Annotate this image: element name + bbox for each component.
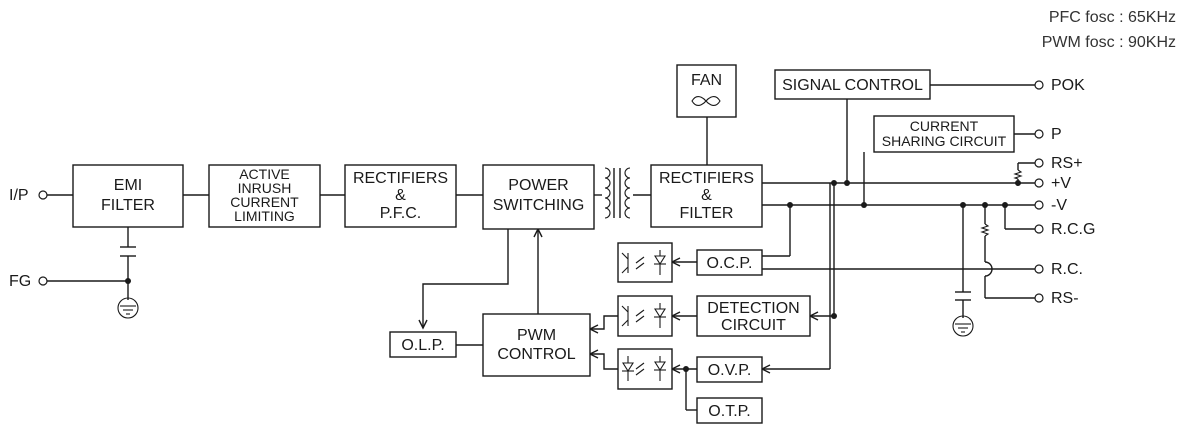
- terminal-fg-label: FG: [9, 273, 31, 290]
- emi-filter-label-1: EMI: [114, 177, 142, 194]
- pwm-control-label-1: PWM: [517, 327, 556, 344]
- ovp-block: O.V.P.: [696, 356, 763, 383]
- rectifiers-filter-label-3: FILTER: [680, 205, 734, 222]
- fan-block: FAN: [676, 64, 737, 118]
- optocoupler-icon: [617, 348, 673, 390]
- pwm-frequency-label: PWM fosc : 90KHz: [1042, 34, 1176, 51]
- pwm-control-block: PWM CONTROL: [482, 313, 591, 377]
- active-inrush-label-4: LIMITING: [234, 208, 295, 224]
- current-sharing-label-2: SHARING CIRCUIT: [882, 133, 1007, 149]
- olp-block: O.L.P.: [389, 331, 457, 358]
- ground-icon: [952, 315, 974, 337]
- optocoupler-icon: [617, 295, 673, 337]
- terminal-fg: FG: [9, 273, 48, 290]
- terminal-pok-label: POK: [1051, 77, 1085, 94]
- current-sharing-label-1: CURRENT: [910, 118, 979, 134]
- active-inrush-block: ACTIVE INRUSH CURRENT LIMITING: [208, 164, 321, 228]
- capacitor-icon: [955, 291, 971, 301]
- pwm-control-label-2: CONTROL: [497, 346, 575, 363]
- active-inrush-label-3: CURRENT: [230, 194, 299, 210]
- current-sharing-block: CURRENT SHARING CIRCUIT: [873, 115, 1015, 153]
- pfc-frequency-label: PFC fosc : 65KHz: [1049, 9, 1176, 26]
- rectifiers-pfc-label-3: P.F.C.: [380, 205, 422, 222]
- terminal-v-minus-label: -V: [1051, 197, 1067, 214]
- terminal-rc: R.C.: [1034, 261, 1083, 278]
- detection-label-1: DETECTION: [707, 300, 799, 317]
- terminal-rc-label: R.C.: [1051, 261, 1083, 278]
- rectifiers-pfc-label-1: RECTIFIERS: [353, 170, 448, 187]
- capacitor-icon: [120, 246, 136, 257]
- terminal-pok: POK: [1034, 77, 1085, 94]
- olp-label: O.L.P.: [401, 337, 444, 354]
- transformer-icon: [594, 167, 651, 219]
- terminal-rcg-label: R.C.G: [1051, 221, 1095, 238]
- otp-label: O.T.P.: [708, 403, 750, 420]
- terminal-input: I/P: [9, 187, 48, 204]
- terminal-rs-plus: RS+: [1034, 155, 1083, 172]
- active-inrush-label-2: INRUSH: [238, 180, 292, 196]
- power-switching-label-2: SWITCHING: [493, 197, 585, 214]
- terminal-p: P: [1034, 126, 1062, 143]
- terminal-v-plus-label: +V: [1051, 175, 1071, 192]
- fan-icon: [691, 96, 721, 106]
- terminal-v-minus: -V: [1034, 197, 1067, 214]
- resistor-icon: [980, 223, 990, 237]
- ocp-label: O.C.P.: [707, 255, 753, 272]
- terminal-rs-minus: RS-: [1034, 290, 1079, 307]
- junction-dots: [125, 180, 1021, 372]
- terminal-rs-minus-label: RS-: [1051, 290, 1079, 307]
- fan-label: FAN: [691, 72, 722, 89]
- emi-filter-label-2: FILTER: [101, 197, 155, 214]
- detection-block: DETECTION CIRCUIT: [696, 295, 811, 337]
- rectifiers-pfc-label-2: &: [395, 187, 406, 204]
- otp-block: O.T.P.: [696, 397, 763, 424]
- signal-control-label: SIGNAL CONTROL: [782, 77, 923, 94]
- resistor-icon: [1013, 169, 1023, 180]
- optocoupler-icon: [617, 242, 673, 283]
- active-inrush-label-1: ACTIVE: [239, 166, 290, 182]
- rectifiers-filter-label-2: &: [701, 187, 712, 204]
- emi-filter-block: EMI FILTER: [72, 164, 184, 228]
- ovp-label: O.V.P.: [708, 362, 752, 379]
- ground-icon: [117, 297, 139, 319]
- signal-control-block: SIGNAL CONTROL: [774, 69, 931, 100]
- ocp-block: O.C.P.: [696, 249, 763, 276]
- wiring: [47, 84, 1035, 411]
- rectifiers-pfc-block: RECTIFIERS & P.F.C.: [344, 164, 457, 228]
- terminal-input-label: I/P: [9, 187, 29, 204]
- power-switching-label-1: POWER: [508, 177, 568, 194]
- terminal-rcg: R.C.G: [1034, 221, 1095, 238]
- terminal-v-plus: +V: [1034, 175, 1071, 192]
- detection-label-2: CIRCUIT: [721, 317, 786, 334]
- rectifiers-filter-label-1: RECTIFIERS: [659, 170, 754, 187]
- terminal-p-label: P: [1051, 126, 1062, 143]
- rectifiers-filter-block: RECTIFIERS & FILTER: [650, 164, 763, 228]
- terminal-rs-plus-label: RS+: [1051, 155, 1083, 172]
- power-switching-block: POWER SWITCHING: [482, 164, 595, 230]
